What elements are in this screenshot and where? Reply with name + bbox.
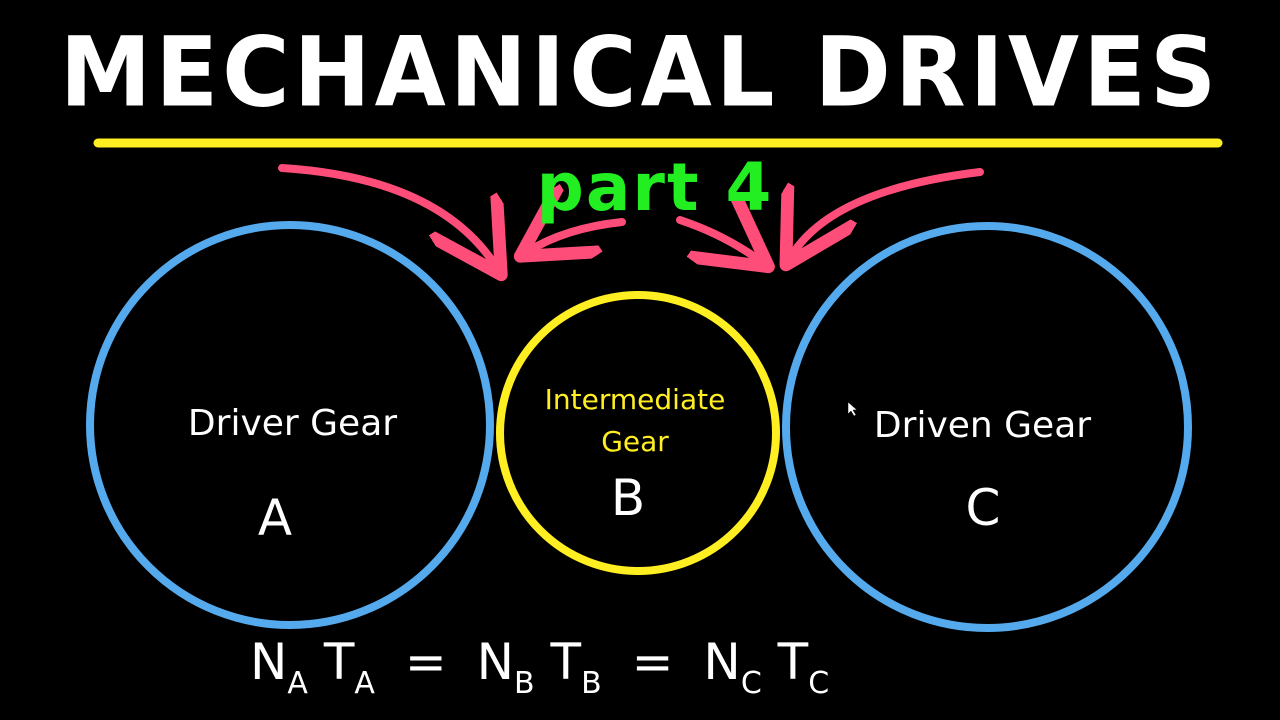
arrow-left-outer — [278, 164, 497, 268]
arrow-right-inner — [676, 220, 762, 262]
equation-term-b: NB TB — [476, 633, 602, 701]
cursor-icon — [847, 401, 858, 417]
equation-term-c: NC TC — [703, 633, 830, 701]
equation-term-a: NA TA — [250, 633, 375, 701]
intermediate-gear-circle — [496, 291, 780, 575]
intermediate-gear-label-line2: Gear — [601, 425, 669, 458]
driver-gear-circle — [86, 221, 494, 629]
arrow-right-outer — [790, 168, 984, 258]
gear-train-equation: NA TA = NB TB = NC TC — [250, 630, 829, 716]
intermediate-gear-letter: B — [610, 469, 646, 527]
equals-sign: = — [631, 633, 674, 691]
intermediate-gear-label-line1: Intermediate — [544, 383, 726, 416]
driver-gear-letter: A — [257, 489, 293, 547]
driven-gear-label: Driven Gear — [873, 405, 1092, 446]
driver-gear-label: Driver Gear — [187, 403, 398, 444]
part-subtitle: part 4 — [536, 149, 774, 226]
main-title: MECHANICAL DRIVES — [59, 16, 1221, 129]
arrow-left-inner — [527, 222, 626, 252]
driven-gear-circle — [782, 222, 1192, 632]
driven-gear-letter: C — [965, 479, 1001, 537]
equals-sign: = — [404, 633, 447, 691]
